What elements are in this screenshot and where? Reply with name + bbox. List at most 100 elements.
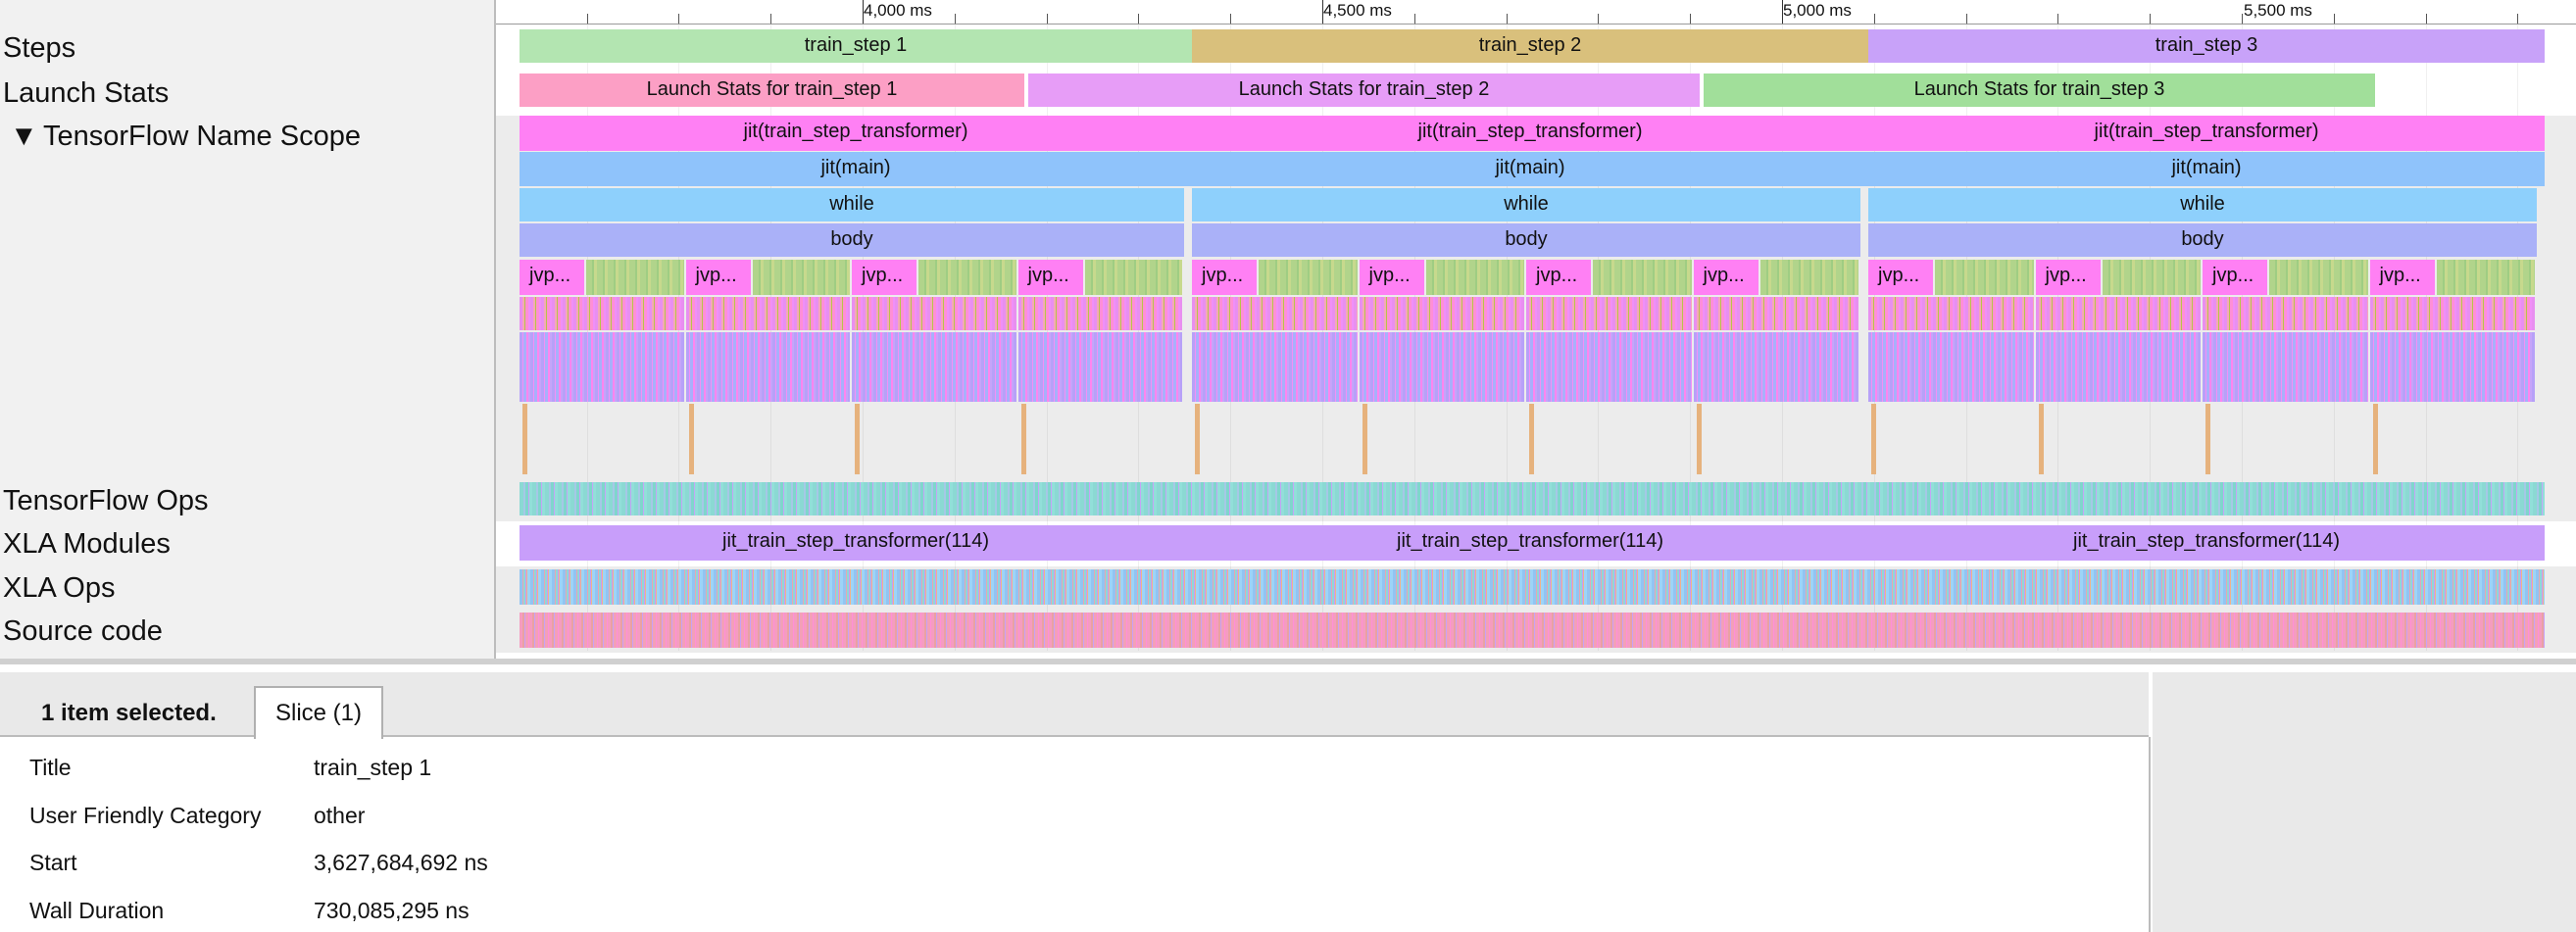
launch-stats-slice[interactable]: Launch Stats for train_step 1 — [520, 74, 1024, 107]
track-label-tf-ops[interactable]: TensorFlow Ops — [3, 485, 209, 516]
jvp-scope-slice-label: jvp... — [695, 265, 737, 286]
body-scope-slice[interactable]: body — [1192, 223, 1860, 257]
while-scope-slice[interactable]: while — [1868, 188, 2537, 221]
jvp-scope-slice[interactable]: jvp... — [852, 260, 916, 295]
jvp-scope-slice[interactable]: jvp... — [2369, 260, 2435, 295]
track-label-steps[interactable]: Steps — [3, 32, 76, 64]
main-scope-slice[interactable]: jit(main) — [1868, 152, 2545, 186]
ruler-tick — [1690, 14, 1692, 24]
while-scope-slice[interactable]: while — [1192, 188, 1860, 221]
track-label-xla-modules[interactable]: XLA Modules — [3, 528, 171, 560]
marker-slice[interactable] — [2372, 404, 2378, 474]
main-scope-slice-label: jit(main) — [1495, 157, 1565, 178]
selection-count: 1 item selected. — [41, 700, 217, 726]
jvp-scope-slice-label: jvp... — [1703, 265, 1745, 286]
launch-stats-label: Launch Stats for train_step 2 — [1238, 78, 1490, 100]
jvp-sibling-ops — [1759, 260, 1858, 295]
dense-ops-row — [685, 297, 850, 330]
dense-ops-row — [2369, 332, 2535, 402]
marker-slice[interactable] — [2038, 404, 2044, 474]
jvp-scope-slice[interactable]: jvp... — [1868, 260, 1933, 295]
tab-slice[interactable]: Slice (1) — [254, 686, 383, 739]
launch-stats-slice[interactable]: Launch Stats for train_step 3 — [1704, 74, 2375, 107]
details-header: 1 item selected. Slice (1) — [0, 672, 2149, 739]
track-label-xla-ops[interactable]: XLA Ops — [3, 572, 116, 604]
dense-ops-row — [1359, 297, 1524, 330]
jvp-scope-slice[interactable]: jvp... — [520, 260, 584, 295]
marker-slice[interactable] — [2205, 404, 2210, 474]
step-slice[interactable]: train_step 1 — [520, 29, 1192, 63]
body-scope-slice[interactable]: body — [1868, 223, 2537, 257]
source-code-bar[interactable] — [520, 613, 2545, 648]
xla-module-slice[interactable]: jit_train_step_transformer(114) — [1868, 525, 2545, 561]
jvp-scope-slice[interactable]: jvp... — [1192, 260, 1257, 295]
time-ruler: 4,000 ms 4,500 ms 5,000 ms 5,500 ms — [496, 0, 2576, 25]
marker-slice[interactable] — [688, 404, 694, 474]
jvp-scope-slice[interactable]: jvp... — [685, 260, 751, 295]
jvp-sibling-ops — [918, 260, 1016, 295]
transformer-scope-slice[interactable]: jit(train_step_transformer) — [1192, 116, 1868, 151]
xla-ops-bar[interactable] — [520, 569, 2545, 605]
marker-slice[interactable] — [855, 404, 860, 474]
marker-slice[interactable] — [1362, 404, 1367, 474]
dense-ops-row — [2203, 297, 2368, 330]
jvp-scope-slice[interactable]: jvp... — [1359, 260, 1424, 295]
body-scope-slice-label: body — [830, 228, 873, 250]
jvp-scope-slice-label: jvp... — [2045, 265, 2087, 286]
xla-module-slice-label: jit_train_step_transformer(114) — [1397, 530, 1663, 552]
ruler-tick — [586, 14, 588, 24]
xla-module-slice-label: jit_train_step_transformer(114) — [2073, 530, 2340, 552]
dense-ops-row — [520, 297, 684, 330]
marker-slice[interactable] — [1020, 404, 1026, 474]
ruler-tick — [770, 14, 772, 24]
jvp-sibling-ops — [1593, 260, 1692, 295]
jvp-scope-slice[interactable]: jvp... — [2035, 260, 2101, 295]
dense-ops-row — [1868, 332, 2034, 402]
property-value: train_step 1 — [314, 755, 432, 780]
jvp-scope-slice[interactable]: jvp... — [1526, 260, 1591, 295]
marker-slice[interactable] — [1696, 404, 1702, 474]
xla-module-slice[interactable]: jit_train_step_transformer(114) — [520, 525, 1192, 561]
step-slice-label: train_step 1 — [804, 34, 908, 56]
track-label-launch-stats[interactable]: Launch Stats — [3, 77, 170, 109]
ruler-tick — [2150, 14, 2152, 24]
jvp-scope-slice-label: jvp... — [1027, 265, 1069, 286]
while-scope-slice[interactable]: while — [520, 188, 1184, 221]
xla-module-slice[interactable]: jit_train_step_transformer(114) — [1192, 525, 1868, 561]
jvp-scope-slice[interactable]: jvp... — [1693, 260, 1759, 295]
marker-slice[interactable] — [1871, 404, 1876, 474]
dense-ops-row — [1017, 332, 1182, 402]
main-scope-slice[interactable]: jit(main) — [1192, 152, 1868, 186]
jvp-scope-slice[interactable]: jvp... — [1017, 260, 1083, 295]
ruler-tick — [2057, 14, 2059, 24]
jvp-sibling-ops — [2269, 260, 2368, 295]
dense-ops-row — [852, 332, 1016, 402]
ruler-tick — [1598, 14, 1600, 24]
transformer-scope-slice[interactable]: jit(train_step_transformer) — [520, 116, 1192, 151]
jvp-sibling-ops — [2102, 260, 2201, 295]
marker-slice[interactable] — [1529, 404, 1534, 474]
track-label-source-code[interactable]: Source code — [3, 615, 163, 647]
main-scope-slice[interactable]: jit(main) — [520, 152, 1192, 186]
jvp-scope-slice-label: jvp... — [1368, 265, 1411, 286]
jvp-sibling-ops — [2436, 260, 2535, 295]
transformer-scope-slice[interactable]: jit(train_step_transformer) — [1868, 116, 2545, 151]
step-slice[interactable]: train_step 2 — [1192, 29, 1868, 63]
jvp-scope-slice[interactable]: jvp... — [2203, 260, 2267, 295]
tf-ops-bar[interactable] — [520, 482, 2545, 515]
track-label-name-scope[interactable]: TensorFlow Name Scope — [43, 121, 361, 152]
launch-stats-slice[interactable]: Launch Stats for train_step 2 — [1028, 74, 1700, 107]
property-key: Wall Duration — [29, 898, 165, 923]
details-side-panel — [2153, 672, 2576, 932]
dense-ops-row — [2369, 297, 2535, 330]
marker-slice[interactable] — [522, 404, 527, 474]
jvp-scope-slice-label: jvp... — [1878, 265, 1920, 286]
name-scope-collapse-toggle[interactable]: ▼ — [10, 121, 38, 152]
body-scope-slice[interactable]: body — [520, 223, 1184, 257]
details-properties: Title train_step 1 User Friendly Categor… — [0, 737, 2151, 932]
details-panel: 1 item selected. Slice (1) Title train_s… — [0, 659, 2576, 932]
ruler-tick — [1046, 14, 1048, 24]
marker-slice[interactable] — [1195, 404, 1200, 474]
step-slice[interactable]: train_step 3 — [1868, 29, 2545, 63]
while-scope-slice-label: while — [1504, 193, 1549, 215]
